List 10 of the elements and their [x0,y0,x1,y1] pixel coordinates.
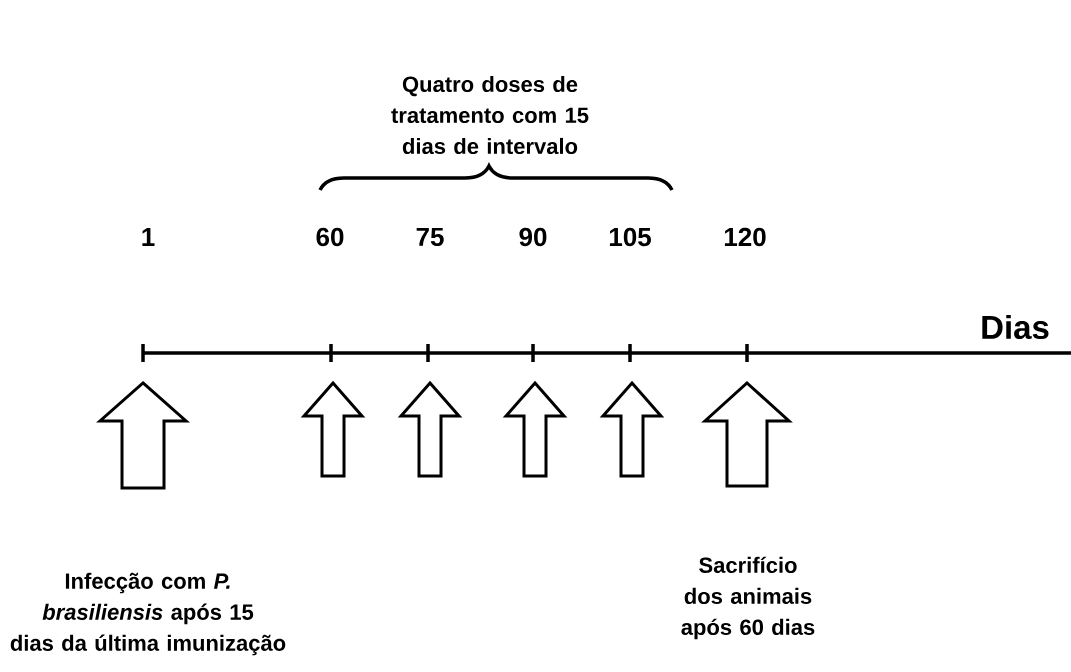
tick-label: 75 [416,227,444,247]
annotation-text: Infecção com P. brasiliensis após 15 dias da última imunização [10,572,286,656]
annotation-text: Quatro doses de tratamento com 15 dias de intervalo [391,75,589,155]
axis-label: Dias [982,314,1049,340]
tick-label: 120 [724,227,766,247]
tick-label: 1 [142,228,155,246]
tick-label: 60 [316,227,344,247]
annotation-text: Sacrifício dos animais após 60 dias [681,556,815,640]
tick-label: 90 [519,227,547,247]
tick-label: 105 [609,227,651,247]
